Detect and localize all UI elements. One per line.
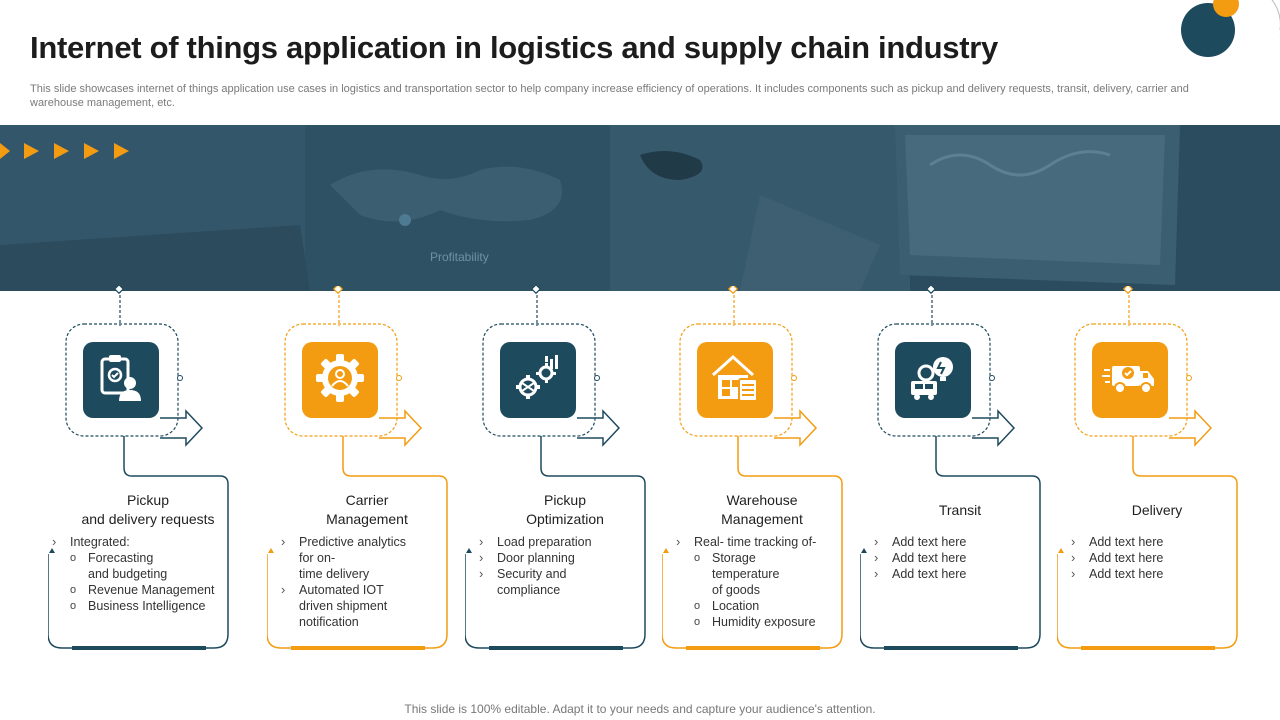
step-title-line: Management — [326, 511, 408, 527]
step-bullet-item: Predictive analytics — [281, 534, 461, 550]
step-bullet-list: Add text hereAdd text hereAdd text here — [1071, 534, 1251, 582]
step-bullet-item: Real- time tracking of- — [676, 534, 856, 550]
step-bullet-item: Door planning — [479, 550, 659, 566]
step-bullet-item: Add text here — [874, 534, 1054, 550]
step-bullet-item: temperature — [712, 567, 780, 581]
step-bullet-item: Location — [676, 598, 856, 614]
step-bullet-list: Load preparationDoor planningSecurity an… — [479, 534, 659, 598]
step-bullet-item: Add text here — [874, 550, 1054, 566]
step-bullet-list: Real- time tracking of-Storagetemperatur… — [676, 534, 856, 630]
step-title-line: Pickup — [126, 492, 170, 508]
step-card: DeliveryAdd text hereAdd text hereAdd te… — [1057, 286, 1257, 656]
truck-bulb-icon-box — [895, 342, 971, 418]
clipboard-user-icon-box — [83, 342, 159, 418]
step-frame — [267, 286, 448, 650]
step-bullet-list: Add text hereAdd text hereAdd text here — [874, 534, 1054, 582]
step-bullet-item: Load preparation — [479, 534, 659, 550]
gear-person-icon-box — [302, 342, 378, 418]
step-bullet-item: driven shipment — [299, 599, 388, 613]
gears-chart-icon — [512, 353, 564, 408]
step-card: Pickup and delivery requestsIntegrated:Fo… — [48, 286, 248, 656]
step-bullet-item: Add text here — [874, 566, 1054, 582]
step-bullet-item: Add text here — [1071, 550, 1251, 566]
banner-image: Profitability — [0, 125, 1280, 291]
step-card: WarehouseManagementReal- time tracking o… — [662, 286, 862, 656]
step-title-line: Optimization — [526, 511, 604, 527]
step-bullet-item: time delivery — [299, 567, 370, 581]
step-card: CarrierManagementPredictive analyticsfor… — [267, 286, 467, 656]
step-title: Transit — [872, 501, 1048, 520]
step-frame — [662, 286, 843, 650]
page-subtitle: This slide showcases internet of things … — [30, 83, 1189, 109]
delivery-truck-icon — [1102, 356, 1158, 405]
step-card: TransitAdd text hereAdd text hereAdd tex… — [860, 286, 1060, 656]
step-title-line: Management — [721, 511, 803, 527]
truck-bulb-icon — [907, 353, 959, 408]
step-bullet-item: Add text here — [1071, 534, 1251, 550]
step-bullet-item: notification — [299, 615, 359, 629]
step-bullet-item: Revenue Management — [52, 582, 232, 598]
step-bullet-item: of goods — [712, 583, 760, 597]
step-title-line: Pickup — [543, 492, 587, 508]
step-bullet-item: Security and — [479, 566, 659, 582]
step-bullet-item: Humidity exposure — [676, 614, 856, 630]
page-title: Internet of things application in logist… — [30, 30, 998, 65]
step-title: Pickup and delivery requests — [60, 491, 236, 529]
step-bullet-item: and budgeting — [88, 567, 168, 581]
step-card: PickupOptimizationLoad preparationDoor p… — [465, 286, 665, 656]
step-bullet-item: Storage — [676, 550, 856, 566]
warehouse-icon — [709, 353, 761, 408]
step-frame — [860, 286, 1041, 650]
gear-person-icon — [314, 352, 366, 409]
step-bullet-item: Business Intelligence — [52, 598, 232, 614]
clipboard-user-icon — [98, 353, 144, 408]
step-title-line: and delivery requests — [81, 511, 215, 527]
step-bullet-item: Automated IOT — [281, 582, 461, 598]
step-title: Delivery — [1069, 501, 1245, 520]
banner-text: Profitability — [430, 250, 489, 264]
step-title-line: Delivery — [1131, 502, 1183, 518]
warehouse-icon-box — [697, 342, 773, 418]
step-title-line: Warehouse — [726, 492, 798, 508]
step-bullet-item: Add text here — [1071, 566, 1251, 582]
footer-note: This slide is 100% editable. Adapt it to… — [404, 702, 876, 716]
step-bullet-item: Integrated: — [52, 534, 232, 550]
decorative-arrows — [0, 143, 129, 159]
step-bullet-item: for on- — [299, 551, 336, 565]
corner-decoration — [1181, 0, 1280, 57]
step-title-line: Transit — [938, 502, 982, 518]
step-title-line: Carrier — [345, 492, 389, 508]
step-bullet-item: Forecasting — [52, 550, 232, 566]
gears-chart-icon-box — [500, 342, 576, 418]
delivery-truck-icon-box — [1092, 342, 1168, 418]
step-bullet-item: compliance — [497, 583, 561, 597]
